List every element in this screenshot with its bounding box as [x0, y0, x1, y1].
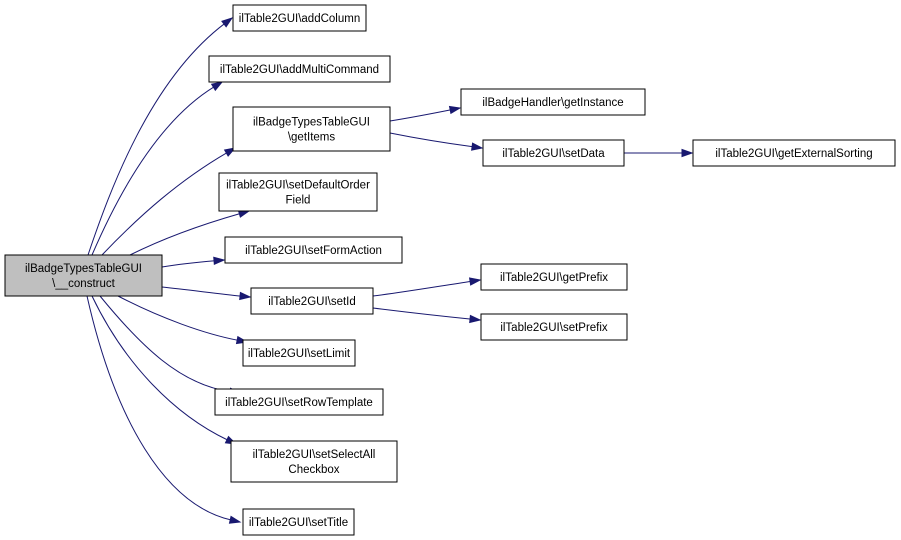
arrowhead [681, 148, 694, 158]
node-label: ilTable2GUI\setId [268, 296, 356, 308]
node-addColumn[interactable]: ilTable2GUI\addColumn [232, 4, 367, 32]
node-box [242, 339, 356, 367]
arrowhead [239, 291, 252, 301]
edge-getItems-to-getInstance [389, 105, 462, 122]
node-box [230, 440, 398, 483]
node-getPrefix[interactable]: ilTable2GUI\getPrefix [480, 263, 628, 291]
node-getExternalSorting[interactable]: ilTable2GUI\getExternalSorting [692, 139, 896, 167]
node-label: ilTable2GUI\setSelectAll [253, 449, 376, 461]
node-label: ilTable2GUI\setPrefix [500, 322, 608, 334]
node-label: ilTable2GUI\setRowTemplate [225, 397, 373, 409]
node-label: ilTable2GUI\getPrefix [500, 272, 608, 284]
edge-line [86, 295, 232, 521]
nodes-layer: ilBadgeTypesTableGUI \__construct ilTable2… [4, 4, 896, 536]
arrowhead [210, 81, 224, 92]
node-root[interactable]: ilBadgeTypesTableGUI \__construct [4, 254, 163, 297]
node-setRowTemplate[interactable]: ilTable2GUI\setRowTemplate [214, 388, 384, 416]
edge-root-to-setSelectAllCheckbox [91, 295, 238, 445]
arrowhead [228, 515, 242, 524]
arrowhead [469, 314, 482, 324]
node-box [4, 254, 163, 297]
arrowhead [471, 142, 484, 151]
node-label: Checkbox [288, 464, 339, 476]
node-label: \getItems [288, 132, 336, 144]
node-setData[interactable]: ilTable2GUI\setData [482, 139, 625, 167]
node-setTitle[interactable]: ilTable2GUI\setTitle [242, 508, 355, 536]
node-label: \__construct [52, 278, 115, 290]
edge-line [389, 132, 474, 148]
node-box [250, 287, 374, 315]
node-box [692, 139, 896, 167]
node-box [482, 139, 625, 167]
edge-line [389, 109, 452, 122]
node-box [214, 388, 384, 416]
edge-root-to-setId [161, 286, 252, 301]
node-label: ilTable2GUI\setTitle [249, 517, 348, 529]
node-label: Field [286, 195, 311, 207]
edge-line [129, 212, 241, 256]
node-getItems[interactable]: ilBadgeTypesTableGUI \getItems [232, 106, 391, 152]
edge-getItems-to-setData [389, 132, 484, 151]
edge-line [372, 280, 472, 297]
arrowhead [448, 105, 462, 115]
node-label: ilTable2GUI\addMultiCommand [220, 64, 379, 76]
node-box [232, 106, 391, 152]
node-box [242, 508, 355, 536]
node-box [218, 172, 378, 212]
edge-line [101, 152, 228, 256]
node-setId[interactable]: ilTable2GUI\setId [250, 287, 374, 315]
node-label: ilTable2GUI\setFormAction [245, 245, 382, 257]
edge-line [117, 295, 239, 341]
node-label: ilTable2GUI\setLimit [248, 348, 351, 360]
edge-line [161, 260, 216, 268]
node-label: ilBadgeTypesTableGUI [25, 263, 142, 275]
arrowhead [213, 256, 226, 266]
edge-root-to-setFormAction [161, 256, 226, 268]
node-label: ilBadgeHandler\getInstance [482, 97, 623, 109]
edge-setId-to-getPrefix [372, 277, 482, 297]
edge-root-to-setLimit [117, 295, 249, 345]
edge-line [372, 307, 472, 320]
node-box [232, 4, 367, 32]
node-label: ilTable2GUI\getExternalSorting [715, 148, 872, 160]
edge-root-to-getItems [101, 147, 237, 256]
node-box [480, 263, 628, 291]
edge-line [91, 86, 215, 256]
node-label: ilTable2GUI\setData [502, 148, 605, 160]
edge-setData-to-getExternalSorting [624, 148, 694, 158]
node-setPrefix[interactable]: ilTable2GUI\setPrefix [480, 313, 628, 341]
edge-line [87, 23, 226, 256]
node-box [480, 313, 628, 341]
edge-root-to-setTitle [86, 295, 242, 524]
edge-line [161, 286, 242, 297]
edge-line [99, 295, 232, 393]
arrowhead [223, 147, 237, 157]
node-box [460, 88, 646, 116]
edge-root-to-addMultiCommand [91, 81, 224, 256]
node-label: ilTable2GUI\addColumn [239, 13, 360, 25]
edge-line [91, 295, 229, 441]
edge-setId-to-setPrefix [372, 307, 482, 324]
edge-root-to-addColumn [87, 17, 234, 256]
arrowhead [221, 17, 234, 28]
node-label: ilTable2GUI\setDefaultOrder [226, 180, 370, 192]
node-box [224, 236, 403, 264]
node-setFormAction[interactable]: ilTable2GUI\setFormAction [224, 236, 403, 264]
arrowhead [468, 277, 482, 286]
node-box [208, 55, 391, 83]
node-getInstance[interactable]: ilBadgeHandler\getInstance [460, 88, 646, 116]
node-addMultiCommand[interactable]: ilTable2GUI\addMultiCommand [208, 55, 391, 83]
node-setLimit[interactable]: ilTable2GUI\setLimit [242, 339, 356, 367]
node-label: ilBadgeTypesTableGUI [253, 117, 370, 129]
